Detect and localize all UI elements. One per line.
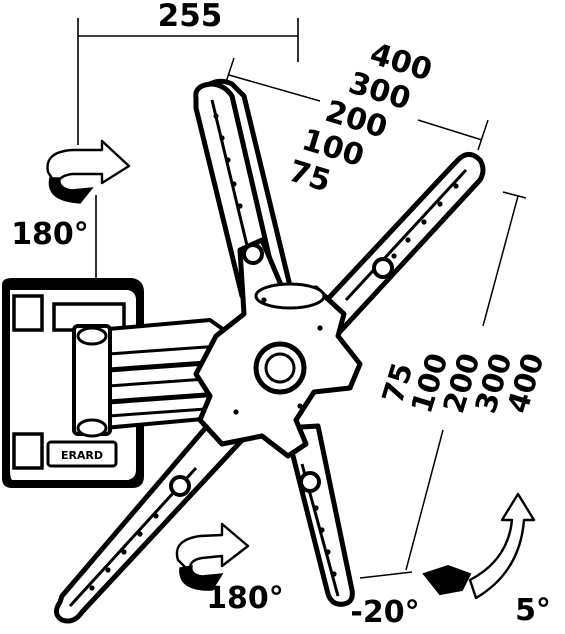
wall-slot-bottom-left <box>12 432 44 470</box>
arm-pivot-cap <box>76 418 108 438</box>
vertical-vesa-labels: 75 100 200 300 400 <box>375 349 550 417</box>
mounting-hole <box>297 403 303 409</box>
mounting-hole <box>137 531 143 537</box>
bracket-holes <box>89 113 459 591</box>
mounting-hole <box>331 571 337 577</box>
tilt-indicator: -20° 5° <box>350 492 551 630</box>
bolt-icon <box>372 257 394 279</box>
brand-logo: ERARD <box>61 449 103 462</box>
tilt-arrow-down-icon <box>422 564 472 596</box>
brand-logo-badge <box>46 440 118 468</box>
mounting-hole <box>121 549 127 555</box>
mounting-hole <box>89 585 95 591</box>
mounting-hole <box>233 409 239 415</box>
horizontal-vesa-labels: 400 300 200 100 75 <box>284 37 436 200</box>
mounting-hole <box>317 325 323 331</box>
dimension-line <box>405 429 444 571</box>
lower-swivel-indicator: 180° <box>175 522 284 616</box>
dimension-extension-line <box>502 191 527 199</box>
mounting-hole <box>213 113 219 119</box>
mounting-hole <box>391 253 397 259</box>
mounting-hole <box>313 505 319 511</box>
bolt-icon <box>169 475 191 497</box>
tilt-up-angle: 5° <box>515 593 551 628</box>
bracket-center-hole-inner <box>264 352 296 384</box>
mounting-hole <box>219 135 225 141</box>
mounting-hole <box>153 513 159 519</box>
wall-slot-top-left <box>12 294 44 332</box>
vesa-bracket <box>54 78 486 624</box>
tilt-arrow-up-icon <box>468 492 536 600</box>
upper-swivel-indicator: 180° <box>11 125 131 285</box>
bolt-icon <box>242 243 264 265</box>
rotate-arrow-icon <box>175 522 250 574</box>
bracket-slot-line <box>344 168 468 302</box>
horizontal-vesa-dimension: 400 300 200 100 75 <box>225 37 489 200</box>
bracket-hub-rim <box>254 282 326 310</box>
dimension-extension-line <box>359 571 413 579</box>
rotate-arrow-shadow-icon <box>48 177 94 204</box>
bolt-icon <box>299 471 321 493</box>
bracket-slot-line <box>210 99 252 259</box>
tilt-down-angle: -20° <box>350 595 419 630</box>
arm-depth-label: 255 <box>158 0 223 34</box>
arm-depth-dimension: 255 <box>77 0 299 125</box>
mounting-hole <box>437 201 443 207</box>
mounting-hole <box>453 183 459 189</box>
dimension-line <box>482 195 519 327</box>
mounting-hole <box>231 181 237 187</box>
mounting-hole <box>105 567 111 573</box>
mounting-hole <box>237 203 243 209</box>
upper-swivel-angle: 180° <box>11 217 89 252</box>
mounting-hole <box>225 157 231 163</box>
mounting-hole <box>325 549 331 555</box>
dimension-line <box>228 74 321 102</box>
rotate-arrow-shadow-icon <box>179 565 224 591</box>
mounting-hole <box>405 237 411 243</box>
mounting-hole <box>319 527 325 533</box>
mounting-hole <box>261 297 267 303</box>
dimension-line <box>417 119 483 141</box>
arm-pivot-cap <box>76 326 108 346</box>
dimension-extension-line <box>225 57 235 83</box>
lower-swivel-angle: 180° <box>206 581 284 616</box>
mounting-hole <box>421 219 427 225</box>
dimension-extension-line <box>477 119 489 151</box>
